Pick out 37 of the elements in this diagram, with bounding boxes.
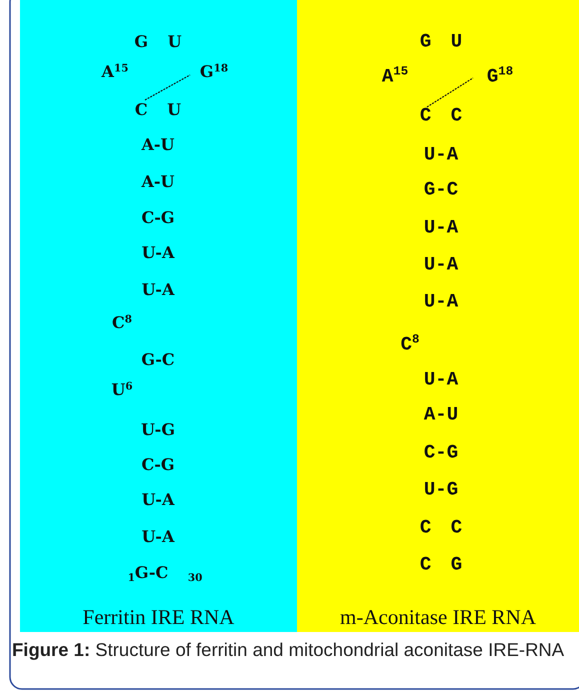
nucleotide-label: A$^{15}$ — [382, 68, 408, 86]
nucleotide-label: C G — [420, 556, 462, 574]
nucleotide-label: C-G — [141, 210, 175, 226]
nucleotide-label: U-A — [424, 256, 458, 274]
nucleotide-label: C$^{8}$ — [112, 315, 132, 331]
nucleotide-label: A$^{15}$ — [102, 64, 128, 80]
nucleotide-label: U-A — [424, 146, 458, 164]
panel-title: m-Aconitase IRE RNA — [339, 605, 537, 630]
structure-panel — [20, 0, 297, 632]
nucleotide-label: G-C — [424, 180, 458, 200]
nucleotide-label: C$^{8}$ — [400, 336, 420, 354]
nucleotide-label: A-U — [142, 174, 174, 190]
structure-panel — [297, 0, 579, 632]
nucleotide-label: U-G — [141, 422, 175, 438]
nucleotide-label: A-U — [142, 137, 174, 153]
nucleotide-label: A-U — [424, 406, 458, 424]
nucleotide-label: U-A — [424, 292, 458, 312]
nucleotide-label: U-A — [142, 492, 174, 508]
nucleotide-label: U-A — [142, 529, 174, 545]
nucleotide-label: G-C — [141, 352, 175, 368]
nucleotide-label: U-A — [424, 370, 458, 390]
nucleotide-label: C C — [420, 518, 462, 538]
nucleotide-label: U-A — [142, 245, 174, 261]
panel-title: Ferritin IRE RNA — [82, 605, 236, 630]
nucleotide-label: G U — [420, 32, 462, 52]
nucleotide-label: G$^{18}$ — [200, 64, 228, 80]
nucleotide-label: C-G — [424, 444, 458, 462]
nucleotide-label: C-G — [141, 457, 175, 473]
figure-caption: Figure 1: Structure of ferritin and mitochondrial aconitase IRE-RNA — [12, 638, 566, 662]
nucleotide-label: G U — [134, 34, 182, 50]
nucleotide-label: C C — [420, 106, 462, 126]
nucleotide-label: U-A — [142, 282, 174, 298]
nucleotide-label: U$^{6}$ — [111, 382, 133, 398]
nucleotide-label: C U — [134, 102, 182, 118]
nucleotide-label: U-G — [424, 480, 458, 500]
nucleotide-label: U-A — [424, 218, 458, 238]
nucleotide-label: G$^{18}$ — [486, 68, 514, 86]
